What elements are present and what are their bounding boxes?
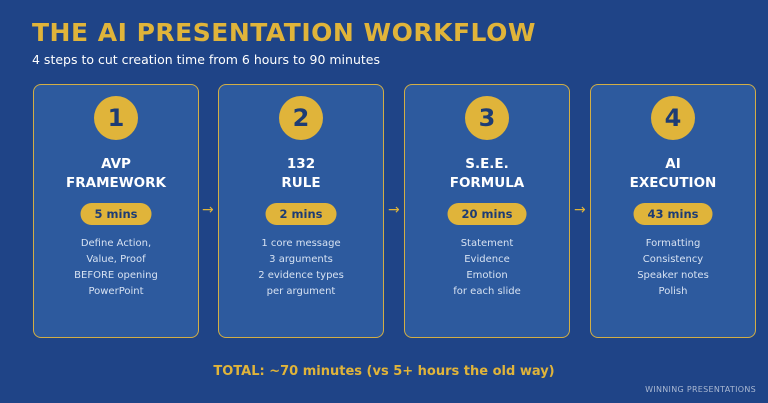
time-pill: 2 mins bbox=[265, 203, 337, 225]
time-pill: 20 mins bbox=[447, 203, 527, 225]
description-line: BEFORE opening bbox=[74, 270, 158, 281]
time-pill: 43 mins bbox=[633, 203, 713, 225]
description-line: Value, Proof bbox=[86, 254, 146, 265]
arrow-icon: → bbox=[574, 202, 586, 218]
step-heading-line: 132 bbox=[286, 156, 316, 172]
step-description: Statement Evidence Emotion for each slid… bbox=[405, 236, 569, 300]
step-heading-line: AI bbox=[665, 156, 681, 172]
description-line: Emotion bbox=[466, 270, 508, 281]
step-heading-line: FORMULA bbox=[449, 175, 525, 191]
total-summary: TOTAL: ~70 minutes (vs 5+ hours the old … bbox=[213, 364, 555, 379]
page-subtitle: 4 steps to cut creation time from 6 hour… bbox=[32, 52, 380, 67]
description-line: Polish bbox=[658, 286, 688, 297]
step-number-badge: 4 bbox=[651, 96, 695, 140]
step-heading-line: EXECUTION bbox=[629, 175, 717, 191]
step-heading: AVP FRAMEWORK bbox=[34, 155, 198, 193]
step-number-badge: 3 bbox=[465, 96, 509, 140]
step-card-1: 1 AVP FRAMEWORK 5 mins Define Action, Va… bbox=[33, 84, 199, 338]
description-line: 3 arguments bbox=[269, 254, 333, 265]
description-line: 1 core message bbox=[261, 238, 341, 249]
step-description: 1 core message 3 arguments 2 evidence ty… bbox=[219, 236, 383, 300]
step-number-badge: 1 bbox=[94, 96, 138, 140]
time-pill: 5 mins bbox=[80, 203, 152, 225]
step-description: Formatting Consistency Speaker notes Pol… bbox=[591, 236, 755, 300]
description-line: Evidence bbox=[464, 254, 510, 265]
step-heading-line: FRAMEWORK bbox=[66, 175, 166, 191]
step-heading-line: RULE bbox=[281, 175, 321, 191]
page-title: THE AI PRESENTATION WORKFLOW bbox=[32, 18, 536, 47]
arrow-icon: → bbox=[202, 202, 214, 218]
step-description: Define Action, Value, Proof BEFORE openi… bbox=[34, 236, 198, 300]
step-heading-line: AVP bbox=[101, 156, 131, 172]
description-line: per argument bbox=[266, 286, 336, 297]
arrow-icon: → bbox=[388, 202, 400, 218]
description-line: Consistency bbox=[642, 254, 704, 265]
step-card-2: 2 132 RULE 2 mins 1 core message 3 argum… bbox=[218, 84, 384, 338]
step-card-4: 4 AI EXECUTION 43 mins Formatting Consis… bbox=[590, 84, 756, 338]
step-heading: 132 RULE bbox=[219, 155, 383, 193]
step-heading: AI EXECUTION bbox=[591, 155, 755, 193]
description-line: Speaker notes bbox=[637, 270, 709, 281]
step-heading: S.E.E. FORMULA bbox=[405, 155, 569, 193]
description-line: Define Action, bbox=[80, 238, 152, 249]
description-line: Statement bbox=[460, 238, 514, 249]
brand-label: WINNING PRESENTATIONS bbox=[645, 385, 756, 394]
step-heading-line: S.E.E. bbox=[465, 156, 509, 172]
description-line: 2 evidence types bbox=[258, 270, 344, 281]
step-card-3: 3 S.E.E. FORMULA 20 mins Statement Evide… bbox=[404, 84, 570, 338]
description-line: PowerPoint bbox=[88, 286, 144, 297]
description-line: Formatting bbox=[645, 238, 701, 249]
step-number-badge: 2 bbox=[279, 96, 323, 140]
description-line: for each slide bbox=[453, 286, 521, 297]
